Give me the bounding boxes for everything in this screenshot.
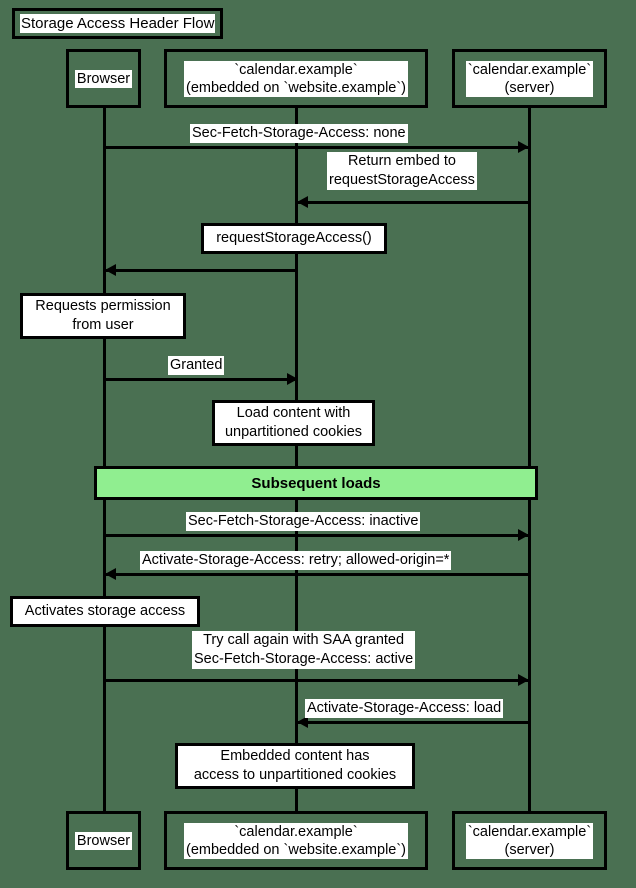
participant-browser-label: Browser	[74, 69, 133, 88]
message-arrowhead-m5	[518, 529, 529, 541]
lifeline-server	[528, 108, 531, 820]
lifeline-embedded	[295, 108, 298, 820]
participant-embedded-label-bottom: `calendar.example`(embedded on `website.…	[183, 822, 409, 859]
participant-embedded-bottom[interactable]: `calendar.example`(embedded on `website.…	[164, 811, 428, 870]
participant-browser-bottom[interactable]: Browser	[66, 811, 141, 870]
message-line-m6	[105, 573, 528, 576]
message-label-m4: Granted	[168, 356, 225, 375]
message-line-m5	[105, 534, 528, 537]
message-line-m1	[105, 146, 528, 149]
participant-server-top[interactable]: `calendar.example`(server)	[452, 49, 607, 108]
message-label-m8: Activate-Storage-Access: load	[305, 699, 504, 718]
message-line-m2	[297, 201, 528, 204]
participant-server-label-bottom: `calendar.example`(server)	[465, 822, 594, 859]
message-arrowhead-m1	[518, 141, 529, 153]
message-arrowhead-m3	[105, 264, 116, 276]
divider-subsequent-loads: Subsequent loads	[94, 466, 538, 500]
message-label-m6: Activate-Storage-Access: retry; allowed-…	[140, 551, 452, 570]
lifeline-browser	[103, 108, 106, 820]
participant-embedded-label: `calendar.example`(embedded on `website.…	[183, 60, 409, 97]
diagram-title: Storage Access Header Flow	[20, 14, 216, 33]
divider-subsequent-loads-label: Subsequent loads	[251, 474, 381, 492]
note-activates-storage-access: Activates storage access	[10, 596, 200, 627]
message-arrowhead-m8	[297, 716, 308, 728]
message-line-m8	[297, 721, 528, 724]
message-arrowhead-m2	[297, 196, 308, 208]
message-arrowhead-m4	[287, 373, 298, 385]
diagram-title-box: Storage Access Header Flow	[12, 8, 224, 39]
message-line-m4	[105, 378, 297, 381]
note-request-storage-access-text: requestStorageAccess()	[216, 230, 372, 246]
participant-server-label: `calendar.example`(server)	[465, 60, 594, 97]
message-line-m7	[105, 679, 528, 682]
participant-server-bottom[interactable]: `calendar.example`(server)	[452, 811, 607, 870]
note-activates-storage-access-text: Activates storage access	[24, 603, 186, 619]
participant-browser-top[interactable]: Browser	[66, 49, 141, 108]
message-arrowhead-m7	[518, 674, 529, 686]
participant-browser-label-bottom: Browser	[74, 831, 133, 850]
note-request-storage-access: requestStorageAccess()	[201, 223, 387, 254]
participant-embedded-top[interactable]: `calendar.example`(embedded on `website.…	[164, 49, 428, 108]
message-label-m1: Sec-Fetch-Storage-Access: none	[190, 124, 408, 143]
message-label-m5: Sec-Fetch-Storage-Access: inactive	[186, 512, 421, 531]
message-line-m3	[105, 269, 297, 272]
message-arrowhead-m6	[105, 568, 116, 580]
